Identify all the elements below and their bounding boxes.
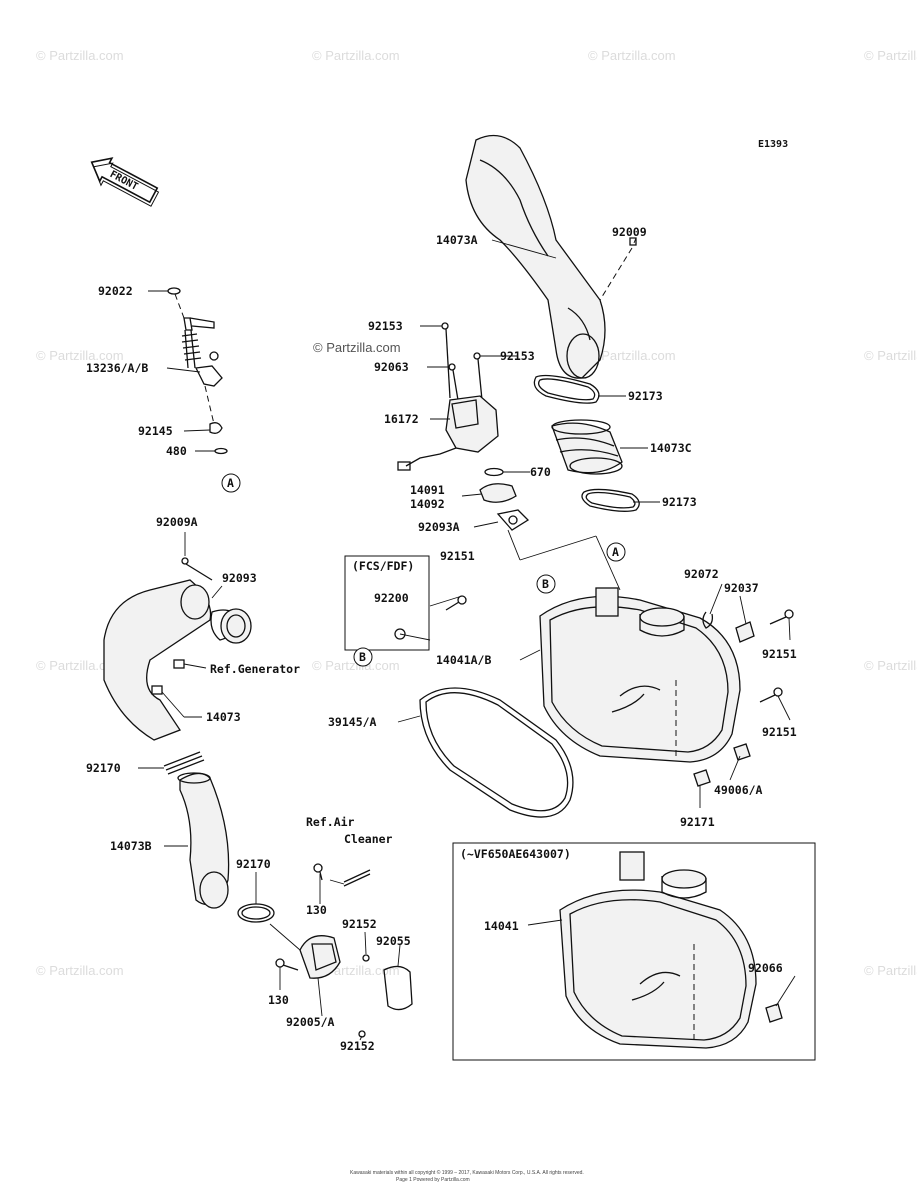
part-label-92170: 92170 <box>86 761 121 775</box>
watermark: © Partzilla.com <box>864 658 917 673</box>
part-label-92173: 92173 <box>662 495 697 509</box>
part-label-14073b: 14073B <box>110 839 152 853</box>
part-label-14073: 14073 <box>206 710 241 724</box>
part-label-92151: 92151 <box>440 549 475 563</box>
watermark: © Partzilla.com <box>864 48 917 63</box>
boot-14073c <box>551 419 623 475</box>
part-label-16172: 16172 <box>384 412 419 426</box>
part-label-92153: 92153 <box>500 349 535 363</box>
part-label-13236: 13236/A/B <box>86 361 148 375</box>
seal-39145 <box>419 687 574 818</box>
part-label-92063: 92063 <box>374 360 409 374</box>
leader-lines <box>138 237 791 1041</box>
part-label-14041: 14041 <box>484 919 519 933</box>
part-label-92152: 92152 <box>340 1039 375 1053</box>
cover-14041 <box>559 851 757 1049</box>
actuator-16172 <box>397 395 499 471</box>
footer-powered: Page 1 Powered by Partzilla.com <box>396 1177 470 1183</box>
part-label-92009a: 92009A <box>156 515 198 529</box>
part-label-ref-generator: Ref.Generator <box>210 662 300 676</box>
footer-copyright: Kawasaki materials within all copyright … <box>350 1169 584 1176</box>
lever-assembly <box>167 287 228 455</box>
watermark: © Partzilla.com <box>312 658 400 673</box>
part-label-92009: 92009 <box>612 225 647 239</box>
inlet-cover-92005 <box>299 935 341 979</box>
watermark-dark: © Partzilla.com <box>313 340 401 355</box>
part-label-670: 670 <box>530 465 551 479</box>
watermark: © Partzilla.com <box>588 348 676 363</box>
watermark: © Partzilla.com <box>588 48 676 63</box>
part-label-14073c: 14073C <box>650 441 692 455</box>
part-label-92093: 92093 <box>222 571 257 585</box>
watermark: © Partzilla.com <box>36 348 124 363</box>
part-label-39145: 39145/A <box>328 715 377 729</box>
callout-b: B <box>359 650 366 664</box>
watermark: © Partzilla.com <box>864 348 917 363</box>
part-label-14041ab: 14041A/B <box>436 653 491 667</box>
part-label-cleaner: Cleaner <box>344 832 393 846</box>
watermark: © Partzilla.com <box>36 48 124 63</box>
diagram-code: E1393 <box>758 139 788 150</box>
part-label-14092: 14092 <box>410 497 445 511</box>
part-label-vf-range: (~VF650AE643007) <box>460 847 571 861</box>
part-label-14073a: 14073A <box>436 233 478 247</box>
callout-b: B <box>542 577 549 591</box>
part-label-92152: 92152 <box>342 917 377 931</box>
part-label-92145: 92145 <box>138 424 173 438</box>
part-label-92171: 92171 <box>680 815 715 829</box>
part-label-92022: 92022 <box>98 284 133 298</box>
part-label-ref-air: Ref.Air <box>306 815 355 829</box>
part-label-92200: 92200 <box>374 591 409 605</box>
fcs-box <box>344 555 430 651</box>
vf-box <box>452 842 816 1061</box>
part-label-92005: 92005/A <box>286 1015 335 1029</box>
watermark: © Partzilla.com <box>312 48 400 63</box>
part-label-49006: 49006/A <box>714 783 763 797</box>
part-label-92173: 92173 <box>628 389 663 403</box>
cover-14041ab <box>539 587 741 763</box>
part-label-92066: 92066 <box>748 961 783 975</box>
part-label-92151: 92151 <box>762 647 797 661</box>
part-label-480: 480 <box>166 444 187 458</box>
callout-a: A <box>612 545 619 559</box>
part-labels: 92009 14073A 92153 92153 92063 92173 161… <box>86 225 797 1053</box>
part-label-130: 130 <box>306 903 327 917</box>
watermark: © Partzilla.com <box>36 658 124 673</box>
part-label-92151: 92151 <box>762 725 797 739</box>
callout-a: A <box>227 476 234 490</box>
watermark: © Partzilla.com <box>36 963 124 978</box>
duct-14073a <box>465 134 606 379</box>
duct-14073 <box>103 579 252 741</box>
actuator-bolts <box>441 322 483 401</box>
part-label-92072: 92072 <box>684 567 719 581</box>
part-label-130: 130 <box>268 993 289 1007</box>
part-label-92093a: 92093A <box>418 520 460 534</box>
duct-14073b <box>177 772 230 909</box>
part-label-92037: 92037 <box>724 581 759 595</box>
watermark: © Partzilla.com <box>864 963 917 978</box>
part-label-92055: 92055 <box>376 934 411 948</box>
front-arrow-icon: FRONT <box>90 157 160 207</box>
part-label-92170: 92170 <box>236 857 271 871</box>
part-label-92153: 92153 <box>368 319 403 333</box>
part-label-fcs-fdf: (FCS/FDF) <box>352 559 414 573</box>
watermark-layer: © Partzilla.com © Partzilla.com © Partzi… <box>36 48 917 978</box>
part-label-14091: 14091 <box>410 483 445 497</box>
